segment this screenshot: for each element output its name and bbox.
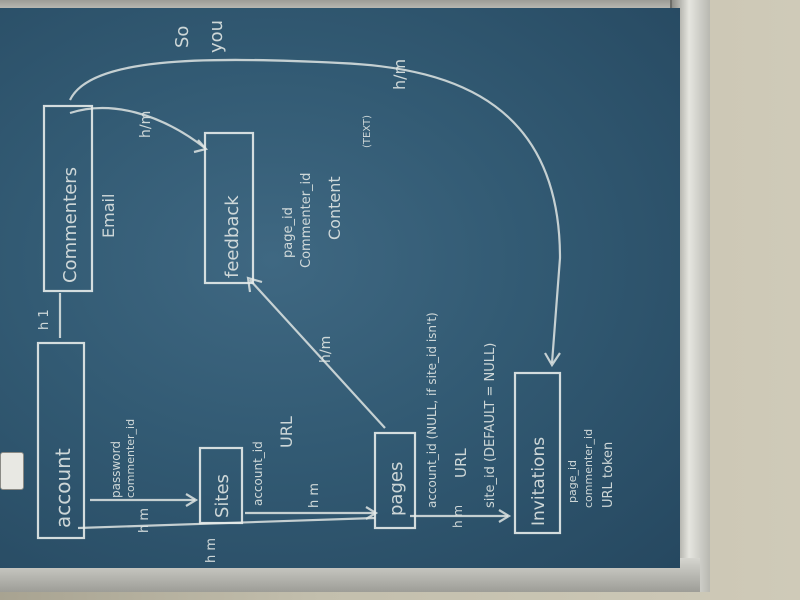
sites-title: Sites [212,474,233,518]
invitations-field-1: page_id [566,460,579,503]
invitations-field-2: commenter_id [582,429,595,508]
sites-box [198,446,244,525]
commenters-title: Commenters [60,167,81,283]
rel-sites-pages: h m [307,483,322,508]
chalkboard: account password commenter_id Commenters… [0,8,680,568]
arrowhead-invitations [544,352,561,368]
line-pages-feedback [249,279,386,429]
commenters-box [42,104,94,293]
pages-title: pages [386,462,407,516]
commenters-field-1: Email [99,194,118,238]
chalk-diagram: account password commenter_id Commenters… [36,20,616,563]
arrowhead-invitations-2 [498,509,512,523]
account-field-1: password [109,441,123,498]
account-title: account [51,448,75,528]
arrowhead-feedback-2 [246,276,263,293]
rel-account-pages: h m [204,538,219,563]
arrowhead-sites [185,493,199,507]
corner-text-2: you [206,20,227,53]
corner-text-1: So [172,26,193,48]
pages-field-3: site_id (DEFAULT = NULL) [483,343,498,508]
rel-account-sites: h m [137,508,152,533]
account-box [36,341,86,540]
feedback-title: feedback [222,195,243,278]
feedback-field-2: Commenter_id [299,173,314,268]
sites-field-2: URL [277,416,296,448]
pages-field-2: URL [452,448,470,478]
rel-pages-invitations: h m [451,505,465,528]
feedback-field-1: page_id [281,207,296,258]
rel-pages-feedback: h/m [318,336,334,363]
invitations-title: Invitations [529,437,549,526]
rel-commenters-feedback: h/m [138,111,154,138]
board-clip [0,452,24,490]
line-commenters-invitations [69,58,562,364]
pages-box [373,431,417,530]
invitations-box [513,371,562,535]
feedback-field-4: (TEXT) [362,115,373,148]
rel-account-commenters: h 1 [37,309,52,330]
feedback-field-3: Content [325,176,344,240]
feedback-box [203,131,255,285]
line-commenters-feedback [69,107,206,149]
rel-commenters-invitations: h/m [390,59,409,90]
pages-field-1: account_id (NULL, if site_id isn't) [425,312,439,508]
invitations-field-3: URL token [601,442,616,508]
sites-field-1: account_id [251,441,265,506]
account-field-2: commenter_id [124,419,137,498]
